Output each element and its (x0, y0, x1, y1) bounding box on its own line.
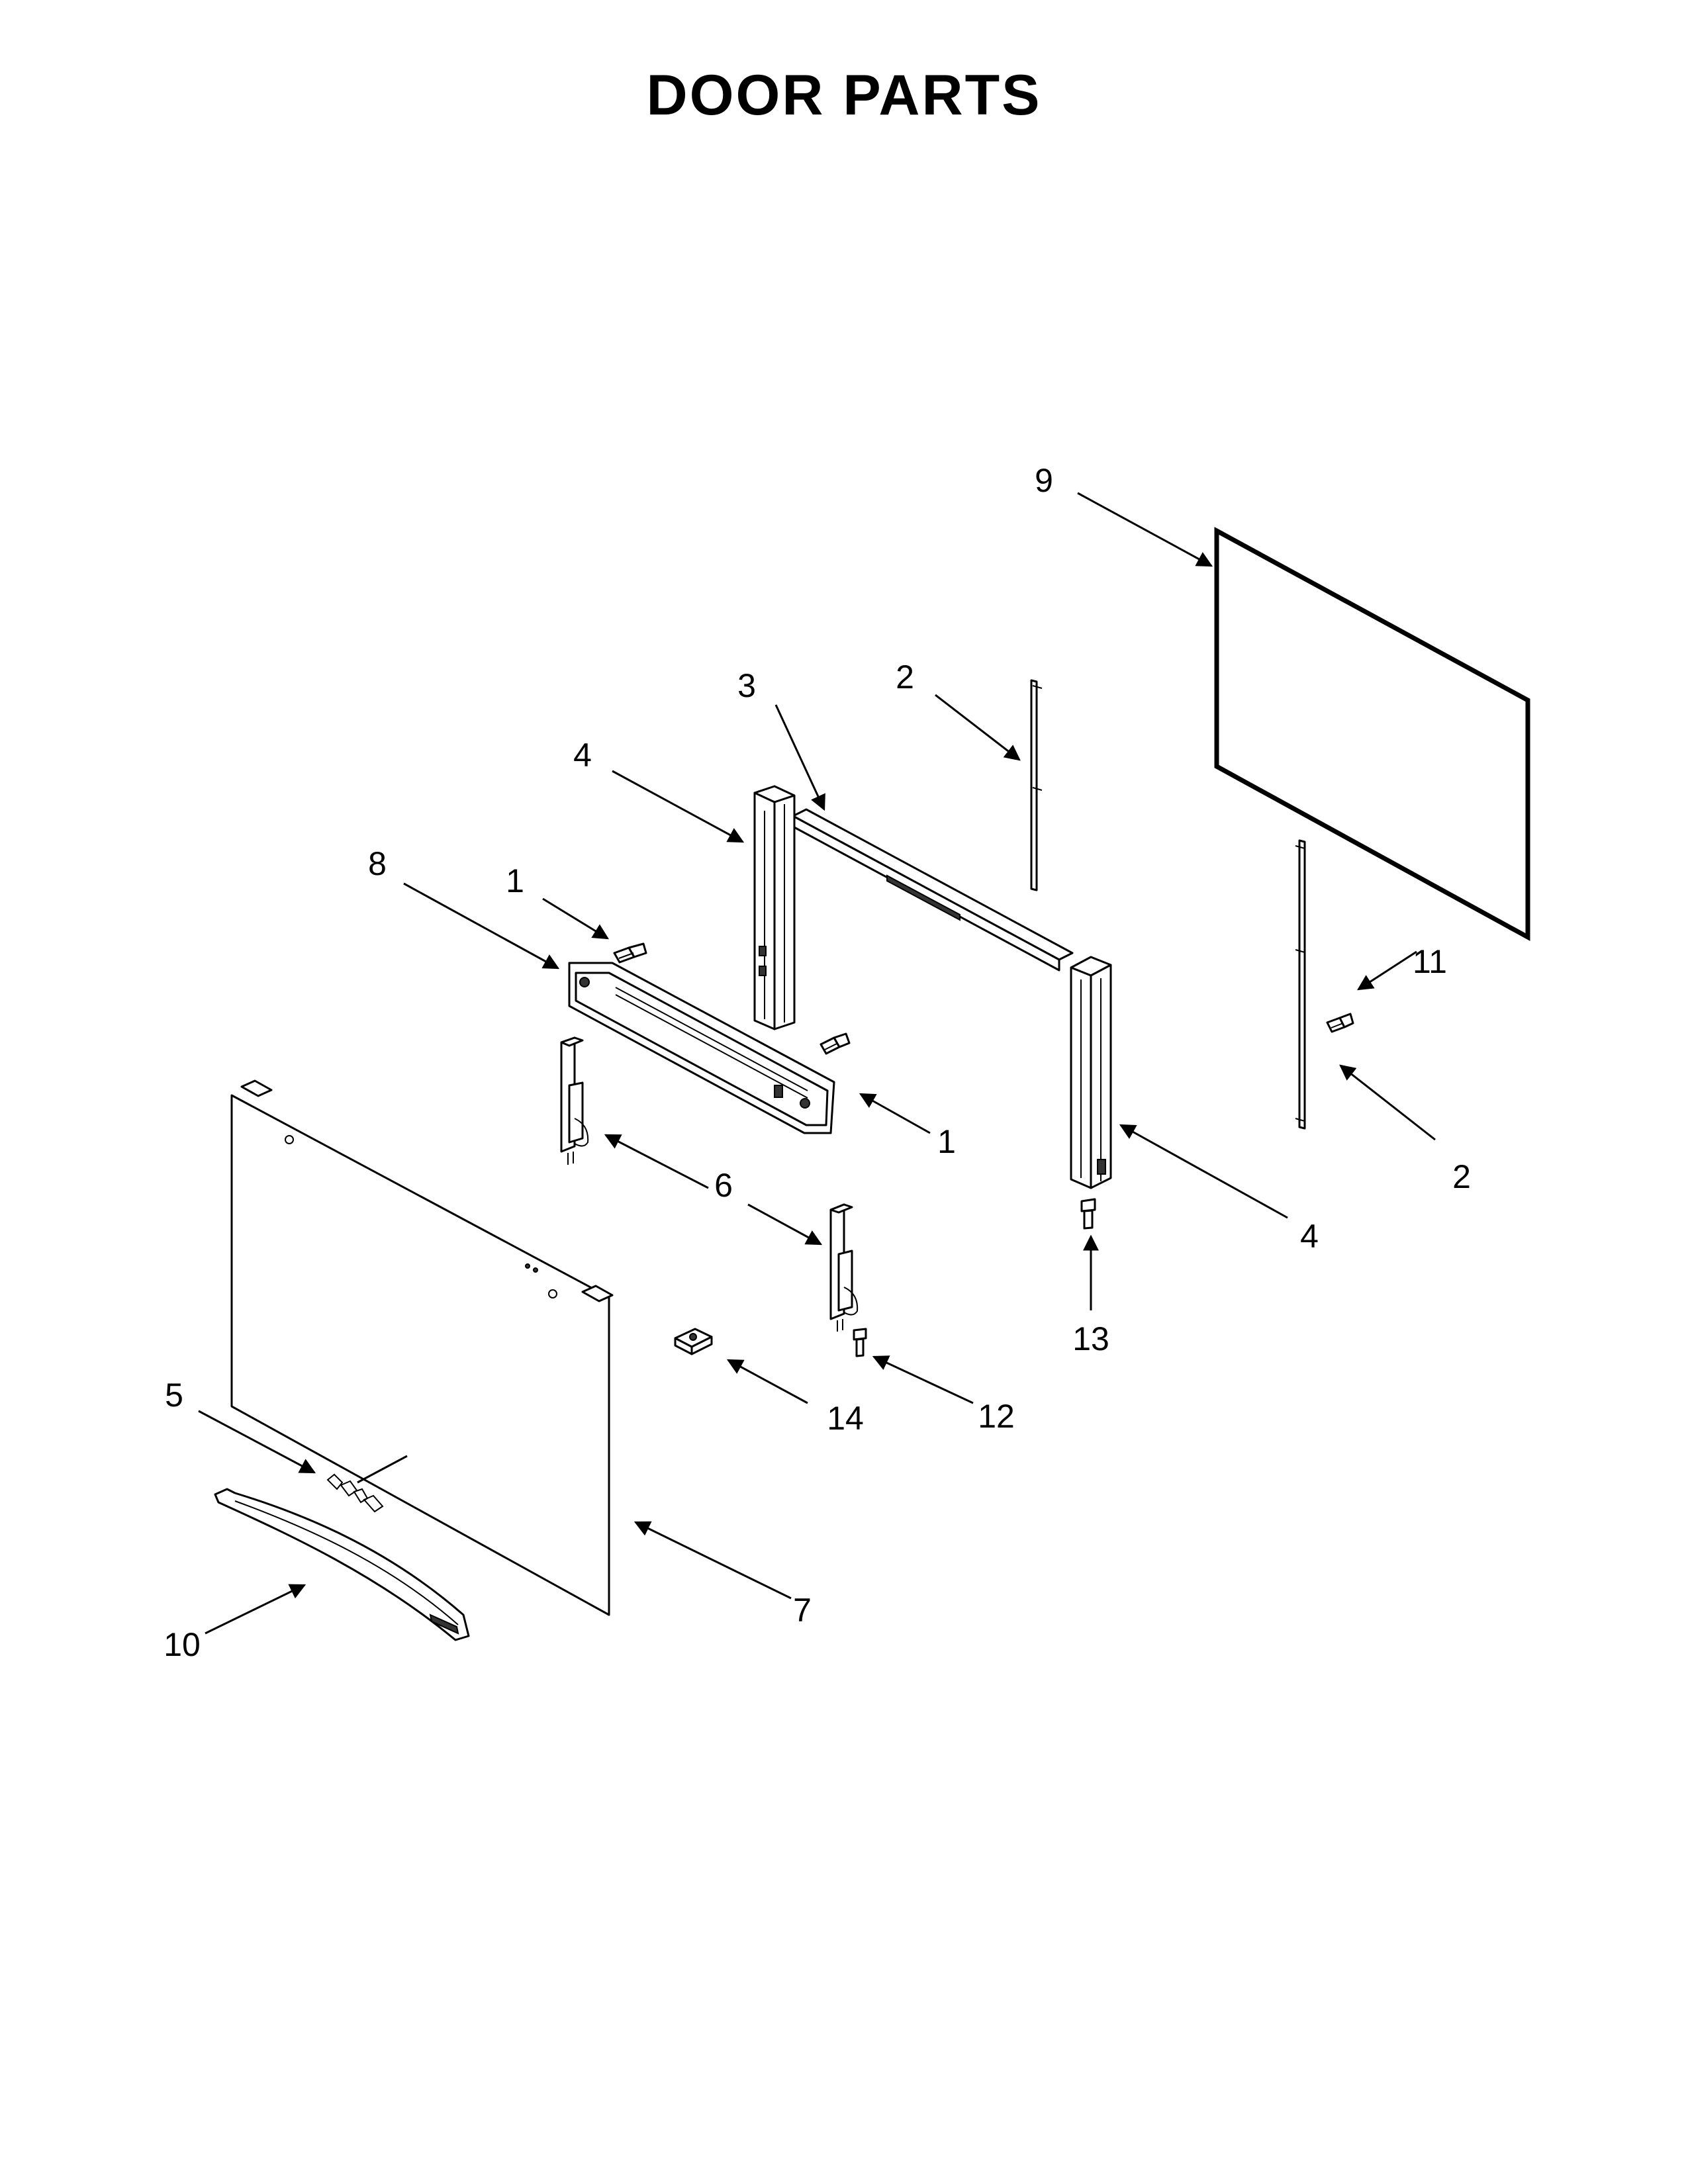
callout-1-upper: 1 (506, 862, 524, 899)
part-3-top-channel (792, 808, 1074, 972)
callout-11: 11 (1413, 943, 1447, 980)
part-11-screw (1326, 1013, 1354, 1033)
part-1-screw-lower (820, 1032, 851, 1055)
callout-2-upper: 2 (896, 659, 914, 696)
part-10-handle (214, 1488, 470, 1641)
callout-3: 3 (737, 667, 756, 704)
callout-14: 14 (827, 1400, 864, 1437)
callout-8: 8 (368, 845, 387, 882)
callout-6: 6 (714, 1167, 733, 1204)
callout-5: 5 (165, 1377, 183, 1414)
part-2-glass-retainer-lower (1295, 839, 1306, 1130)
part-4-side-channel-right (1070, 956, 1112, 1189)
callout-12: 12 (978, 1398, 1015, 1435)
callout-1-lower: 1 (937, 1123, 956, 1160)
callout-7: 7 (793, 1592, 812, 1629)
part-9-inner-glass (1214, 527, 1530, 941)
callout-4-lower: 4 (1300, 1218, 1319, 1255)
part-8-bottom-rail (568, 962, 835, 1134)
part-14-clip (674, 1328, 713, 1355)
part-4-side-channel-left (753, 785, 796, 1030)
part-7-outer-door-panel (230, 1079, 614, 1616)
callout-13: 13 (1072, 1320, 1109, 1357)
part-1-screw-upper (613, 942, 647, 964)
leader-lines (198, 492, 1436, 1635)
callout-10: 10 (164, 1626, 201, 1663)
part-2-glass-retainer-upper (1030, 679, 1043, 891)
callout-labels: 9 2 3 4 8 1 11 1 6 2 4 13 5 14 12 7 10 (164, 462, 1471, 1663)
callout-4-upper: 4 (573, 737, 592, 774)
callout-2-lower: 2 (1452, 1158, 1471, 1195)
part-6-hinge-right (829, 1203, 859, 1332)
part-12-screw (853, 1328, 867, 1357)
callout-9: 9 (1035, 462, 1053, 499)
part-6-hinge-left (560, 1036, 589, 1165)
page-title: DOOR PARTS (646, 64, 1042, 127)
part-13-screw (1080, 1198, 1096, 1230)
part-5-badge (326, 1455, 408, 1513)
